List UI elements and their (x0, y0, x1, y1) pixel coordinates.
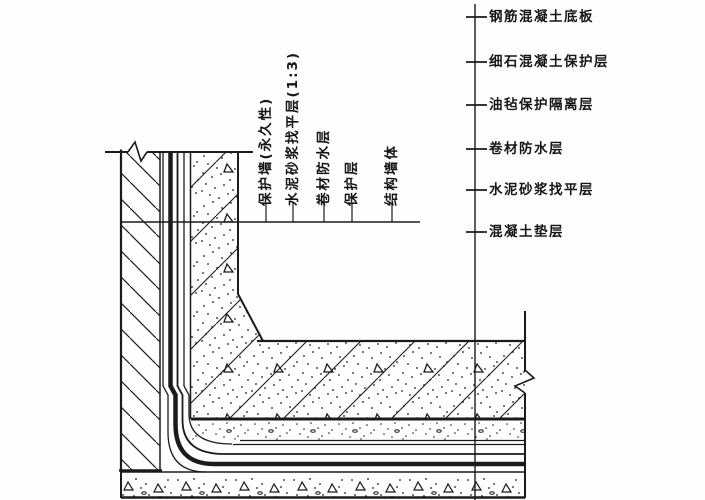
floor-callout-label-fine-concrete-protection: 细石混凝土保护层 (489, 54, 609, 71)
wall-callout-label-waterproof-membrane: 卷材防水层 (315, 129, 333, 207)
fine-concrete-protection-band (192, 420, 525, 440)
label-text: 细石混凝土保护层 (489, 54, 609, 70)
label-text: 水泥砂浆找平层 (489, 182, 594, 198)
label-text: 结构墙体 (384, 144, 400, 206)
floor-callout-ticks (466, 16, 487, 233)
waterproof-membrane-line (168, 152, 525, 467)
break-mark-right (513, 369, 536, 394)
label-text: 水泥砂浆找平层(1:3) (285, 50, 301, 206)
wall-callout-label-structural-wall: 结构墙体 (383, 144, 401, 206)
label-text: 卷材防水层 (489, 141, 564, 157)
wall-callout-drops (265, 203, 393, 222)
floor-callout-label-mortar-leveling: 水泥砂浆找平层 (489, 182, 594, 199)
label-text: 卷材防水层 (316, 128, 332, 207)
protective-wall-hatch (121, 152, 160, 470)
protective-wall (105, 140, 253, 472)
floor-callout-label-felt-separation: 油毡保护隔离层 (489, 97, 594, 114)
structural-wall-edge (237, 152, 264, 342)
floor-callout-label-rc-base-slab: 钢筋混凝土底板 (489, 9, 594, 26)
wall-callout-label-protection-layer: 保护层 (343, 160, 361, 207)
floor-callout-label-waterproof-membrane: 卷材防水层 (489, 141, 564, 158)
concrete-bedding-fill (121, 473, 525, 497)
wall-callout-label-protective-wall: 保护墙(永久性) (257, 97, 275, 206)
label-text: 保护层 (344, 159, 360, 207)
structural-concrete (189, 152, 536, 498)
callout-lines (122, 4, 487, 500)
inner-layer-line (183, 152, 233, 445)
wall-callout-label-mortar-leveling: 水泥砂浆找平层(1:3) (284, 51, 302, 206)
label-text: 钢筋混凝土底板 (489, 9, 594, 25)
label-text: 保护墙(永久性) (258, 96, 274, 206)
wall-membrane-lines (162, 152, 525, 473)
label-text: 混凝土垫层 (489, 224, 564, 240)
label-text: 油毡保护隔离层 (489, 97, 594, 113)
break-mark-top (127, 140, 148, 163)
floor-callout-label-concrete-bedding: 混凝土垫层 (489, 224, 564, 241)
structural-concrete-hatch (191, 152, 525, 419)
floor-layers (120, 420, 525, 499)
mortar-leveling-line (162, 152, 207, 473)
protection-layer-line (176, 152, 525, 455)
